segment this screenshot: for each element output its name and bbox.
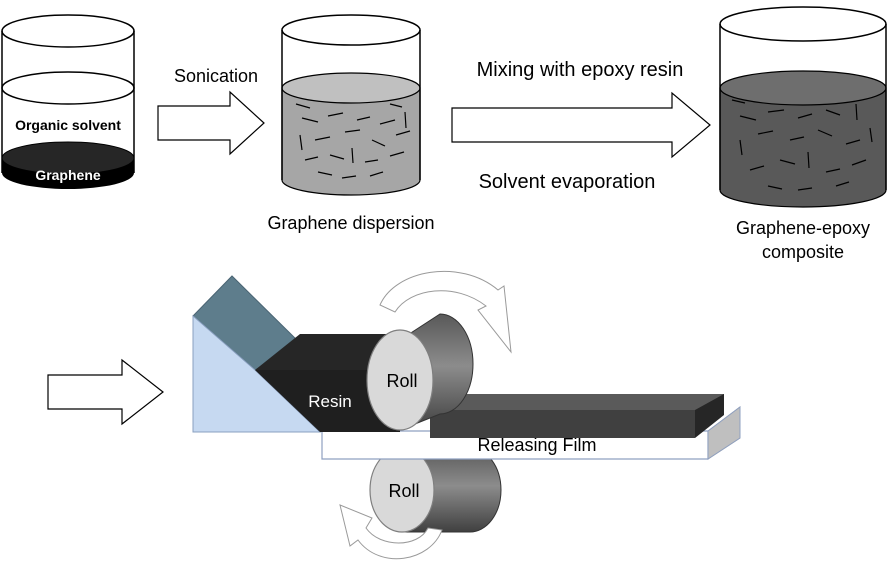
beaker-graphene-dispersion (281, 14, 421, 196)
releasing-film-label: Releasing Film (477, 435, 596, 455)
graphene-dispersion-caption: Graphene dispersion (267, 213, 434, 233)
resin-pool: Resin (255, 334, 400, 432)
beaker-organic-solvent: Organic solvent Graphene (1, 14, 135, 189)
bottom-roll-label: Roll (388, 481, 419, 501)
graphene-flakes (295, 103, 411, 179)
bottom-roll: Roll (369, 447, 502, 533)
top-roll: Roll (366, 313, 474, 431)
solvent-evaporation-label: Solvent evaporation (479, 171, 656, 193)
resin-label: Resin (308, 392, 351, 411)
composite-caption-line2: composite (762, 242, 844, 262)
composite-flakes (731, 99, 873, 191)
sonication-label: Sonication (174, 66, 258, 86)
top-rotation-arrow (379, 270, 512, 354)
top-roll-label: Roll (386, 371, 417, 391)
sonication-arrow (157, 90, 265, 156)
mixing-arrow (451, 91, 711, 159)
graphene-layer-label: Graphene (35, 167, 101, 183)
beaker-graphene-epoxy (719, 6, 887, 208)
process-input-arrow (47, 358, 164, 426)
mixing-label: Mixing with epoxy resin (477, 59, 684, 81)
resin-sheet (430, 394, 724, 438)
organic-solvent-label: Organic solvent (15, 117, 121, 133)
composite-caption-line1: Graphene-epoxy (736, 218, 870, 238)
bottom-rotation-arrow (339, 504, 443, 560)
